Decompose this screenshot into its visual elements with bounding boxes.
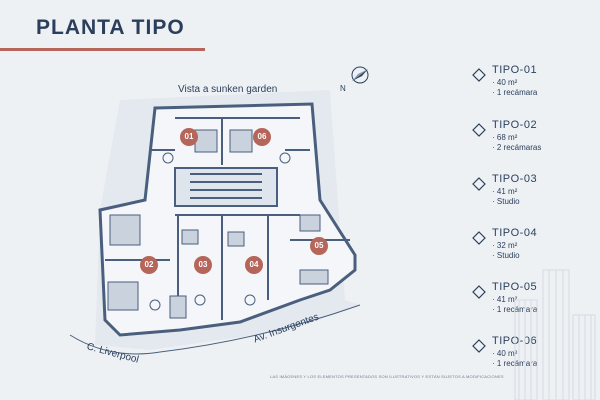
compass-north-label: N	[340, 84, 346, 93]
diamond-icon	[472, 285, 486, 299]
skyline-watermark	[514, 269, 596, 400]
legend-area: · 68 m²	[492, 133, 518, 142]
diamond-icon	[472, 68, 486, 82]
legend-area: · 41 m²	[492, 295, 518, 304]
legend-type: · Studio	[492, 197, 520, 206]
legend-area: · 41 m²	[492, 187, 518, 196]
unit-badge-05: 05	[310, 237, 328, 255]
unit-badge-06: 06	[253, 128, 271, 146]
title-underline	[0, 48, 205, 51]
legend-item-tipo-04: TIPO-04 · 32 m² · Studio	[470, 227, 600, 273]
sunken-garden-label: Vista a sunken garden	[178, 84, 278, 95]
disclaimer-text: LAS IMÁGENES Y LOS ELEMENTOS PRESENTADOS…	[270, 374, 504, 379]
diamond-icon	[472, 231, 486, 245]
legend-area: · 32 m²	[492, 241, 518, 250]
legend-item-tipo-01: TIPO-01 · 40 m² · 1 recámara	[470, 64, 600, 110]
legend-type: · 2 recámaras	[492, 143, 542, 152]
legend-name: TIPO-01	[492, 64, 538, 76]
legend-area: · 40 m²	[492, 349, 518, 358]
diamond-icon	[472, 123, 486, 137]
legend-type: · Studio	[492, 251, 520, 260]
building-envelope	[98, 102, 357, 337]
legend-item-tipo-02: TIPO-02 · 68 m² · 2 recámaras	[470, 119, 600, 165]
legend-type: · 1 recámara	[492, 88, 538, 97]
unit-badge-02: 02	[140, 256, 158, 274]
unit-badge-04: 04	[245, 256, 263, 274]
diamond-icon	[472, 177, 486, 191]
legend-item-tipo-03: TIPO-03 · 41 m² · Studio	[470, 173, 600, 219]
legend-area: · 40 m²	[492, 78, 518, 87]
road-insurgentes	[159, 304, 361, 353]
legend-name: TIPO-03	[492, 173, 538, 185]
legend-name: TIPO-05	[492, 281, 538, 293]
unit-badge-01: 01	[180, 128, 198, 146]
road-liverpool	[69, 334, 161, 355]
compass-icon	[351, 66, 369, 84]
legend-name: TIPO-02	[492, 119, 538, 131]
diamond-icon	[472, 339, 486, 353]
page-title: PLANTA TIPO	[36, 16, 185, 39]
unit-badge-03: 03	[194, 256, 212, 274]
legend-name: TIPO-04	[492, 227, 538, 239]
